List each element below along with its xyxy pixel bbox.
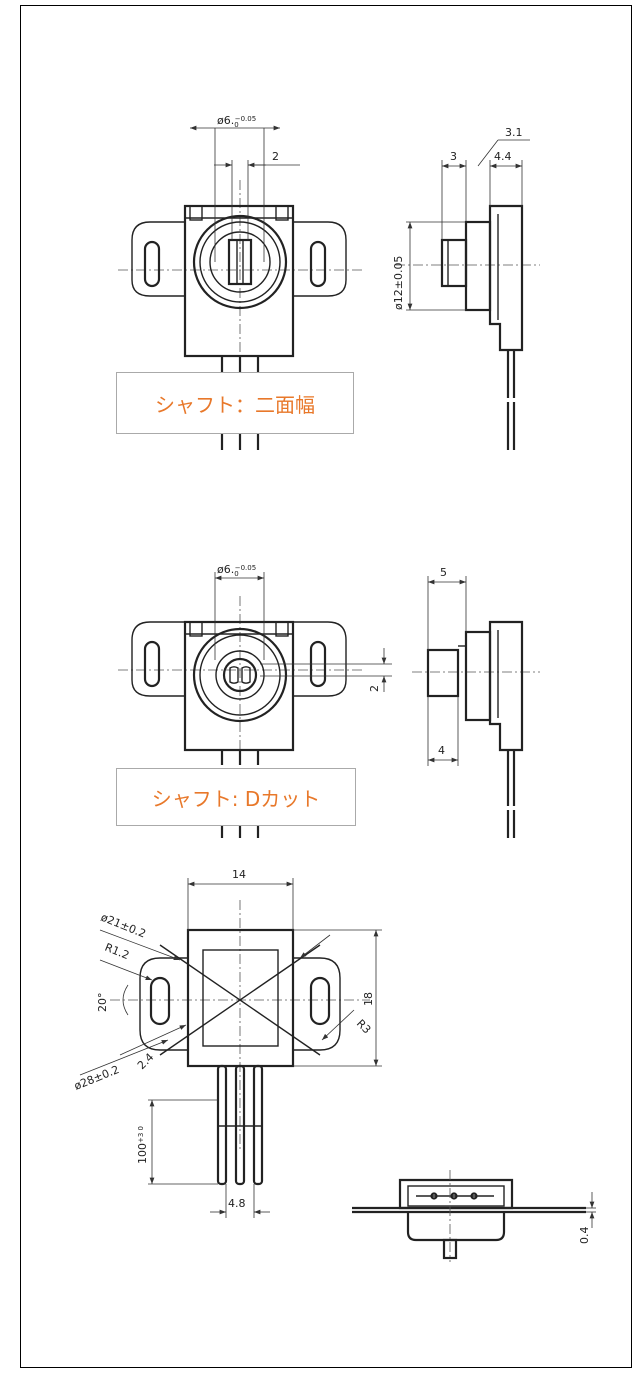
view3-bottom [352, 1170, 596, 1262]
view1-side-dia: ø12±0.05 [392, 256, 405, 310]
view3-dia-inner: ø28±0.2 [72, 1063, 121, 1093]
view3-back [79, 878, 382, 1218]
view3-height: 18 [362, 992, 375, 1006]
view3-angle: 20° [96, 993, 109, 1013]
view2-cut: 2 [368, 685, 381, 692]
view1-front [118, 125, 362, 450]
view1-dia-text: ø6.0−0.05 [217, 114, 256, 129]
view2-side-bottom: 4 [438, 744, 445, 757]
view3-pin-pitch: 4.8 [228, 1197, 246, 1210]
view3-radius-large: R3 [354, 1017, 374, 1037]
view3-pin-length: 100+3 0 [136, 1126, 149, 1164]
view3-width: 14 [232, 868, 246, 881]
flat-shaft-label: シャフト：二面幅 [116, 372, 354, 434]
view2-side-len: 5 [440, 566, 447, 579]
view1-side-c: 4.4 [494, 150, 512, 163]
view3-radius-small: R1.2 [103, 941, 131, 962]
view3-thickness: 0.4 [578, 1227, 591, 1245]
view1-side-a: 3.1 [505, 126, 523, 139]
view3-dia-outer: ø21±0.2 [99, 911, 148, 941]
view1-side [395, 139, 540, 450]
dcut-shaft-label: シャフト: Dカット [116, 768, 356, 826]
view3-slot: 2.4 [135, 1051, 157, 1073]
view1-flat-width: 2 [272, 150, 279, 163]
view2-front [118, 572, 392, 838]
view2-dia-text: ø6.0−0.05 [217, 563, 256, 578]
drawing-frame [20, 5, 632, 1368]
view2-side [412, 576, 540, 838]
view1-side-b: 3 [450, 150, 457, 163]
